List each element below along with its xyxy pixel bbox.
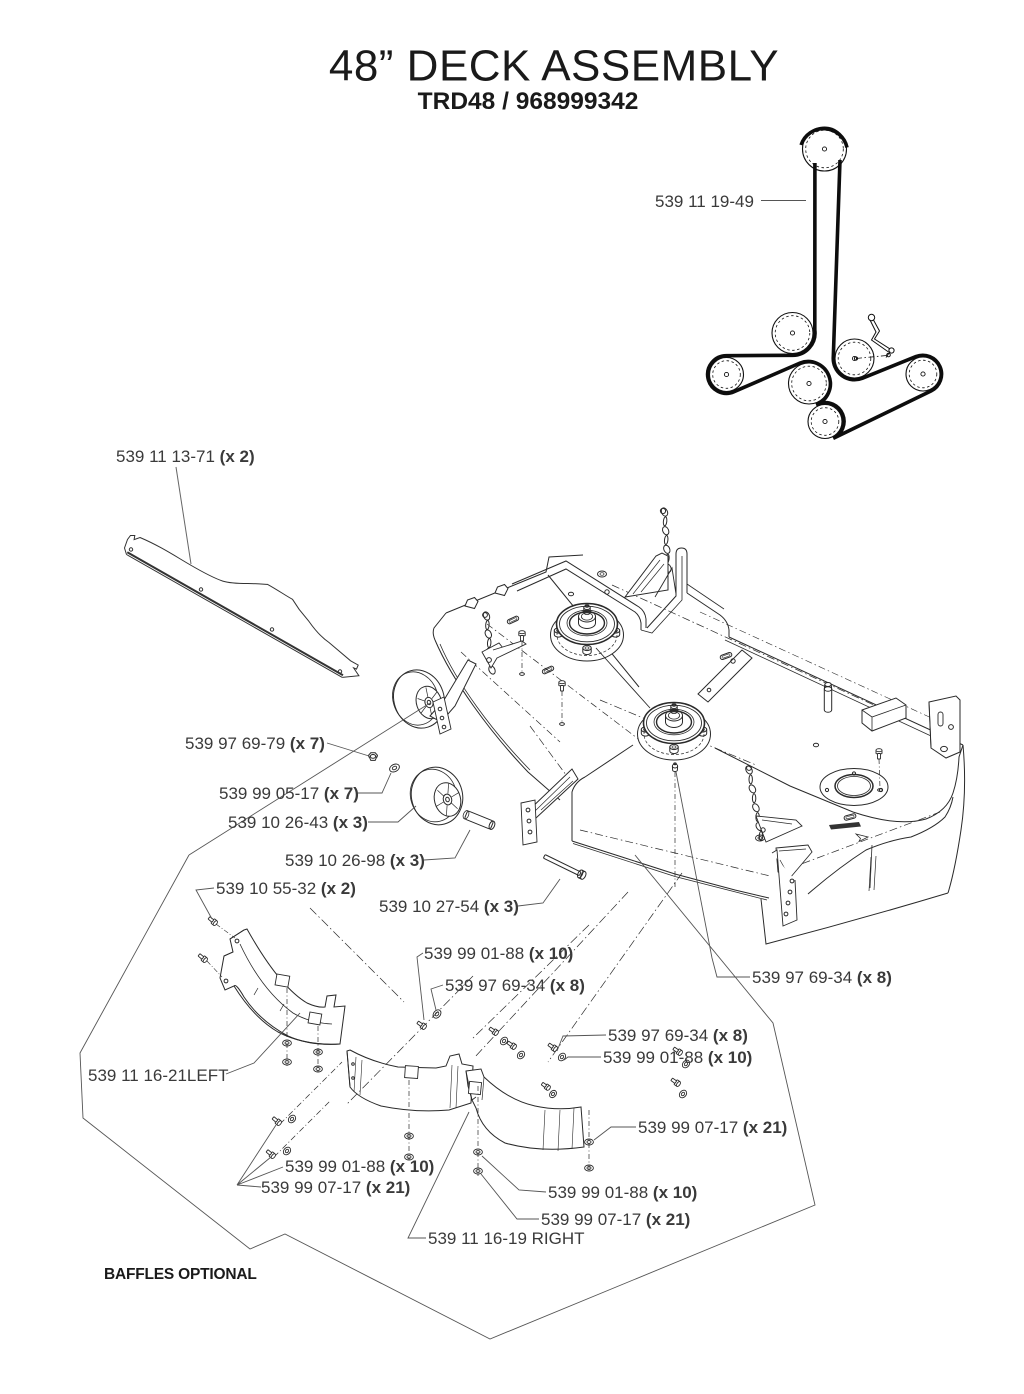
svg-text:539 99 01-88 (x 10): 539 99 01-88 (x 10)	[285, 1157, 434, 1176]
svg-text:539 11 16-21LEFT: 539 11 16-21LEFT	[88, 1066, 229, 1085]
svg-text:539 99 07-17 (x 21): 539 99 07-17 (x 21)	[638, 1118, 787, 1137]
svg-text:539 11 16-19 RIGHT: 539 11 16-19 RIGHT	[428, 1229, 585, 1248]
svg-text:539 99 01-88 (x 10): 539 99 01-88 (x 10)	[424, 944, 573, 963]
svg-text:539 99 07-17 (x 21): 539 99 07-17 (x 21)	[261, 1178, 410, 1197]
svg-text:48” DECK ASSEMBLY: 48” DECK ASSEMBLY	[329, 42, 779, 91]
svg-text:539 97 69-79 (x 7): 539 97 69-79 (x 7)	[185, 734, 325, 753]
svg-text:TRD48 / 968999342: TRD48 / 968999342	[418, 88, 639, 115]
svg-text:539 99 01-88 (x 10): 539 99 01-88 (x 10)	[548, 1183, 697, 1202]
svg-text:539 10 55-32 (x 2): 539 10 55-32 (x 2)	[216, 879, 356, 898]
svg-text:539 10 26-98 (x 3): 539 10 26-98 (x 3)	[285, 851, 425, 870]
svg-text:539 97 69-34 (x 8): 539 97 69-34 (x 8)	[752, 968, 892, 987]
svg-text:539 10 26-43 (x 3): 539 10 26-43 (x 3)	[228, 813, 368, 832]
svg-text:539 97 69-34 (x 8): 539 97 69-34 (x 8)	[445, 976, 585, 995]
svg-text:539 11 19-49: 539 11 19-49	[655, 192, 754, 211]
svg-text:539 99 01-88 (x 10): 539 99 01-88 (x 10)	[603, 1048, 752, 1067]
svg-text:539 11 13-71 (x 2): 539 11 13-71 (x 2)	[116, 447, 255, 466]
svg-text:539 10 27-54 (x 3): 539 10 27-54 (x 3)	[379, 897, 519, 916]
svg-text:BAFFLES OPTIONAL: BAFFLES OPTIONAL	[104, 1266, 257, 1283]
svg-text:539 99 07-17 (x 21): 539 99 07-17 (x 21)	[541, 1210, 690, 1229]
svg-text:539 99 05-17 (x 7): 539 99 05-17 (x 7)	[219, 784, 359, 803]
svg-text:539 97 69-34 (x 8): 539 97 69-34 (x 8)	[608, 1026, 748, 1045]
